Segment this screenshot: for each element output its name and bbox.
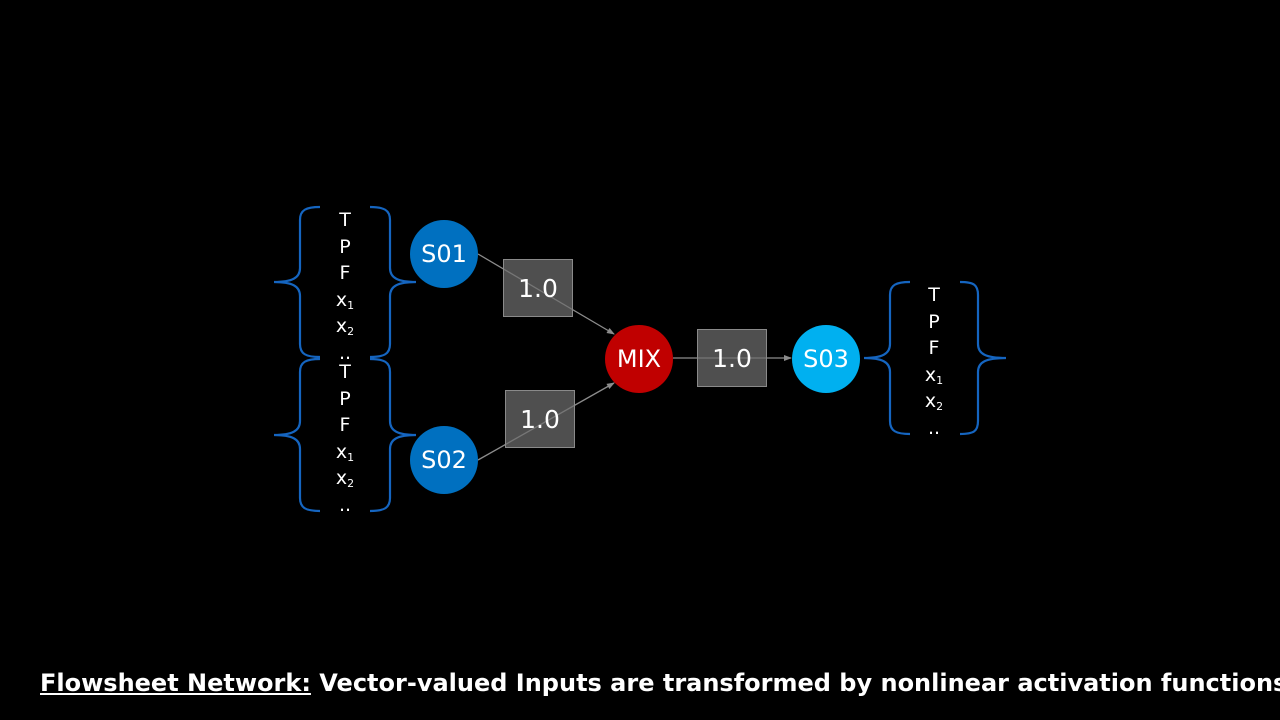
brace-left-top [273, 205, 321, 359]
var-item: x2 [924, 390, 944, 413]
var-item: .. [338, 341, 352, 364]
var-item: P [339, 387, 351, 410]
weight-label: 1.0 [712, 343, 752, 373]
weight-label: 1.0 [520, 404, 560, 434]
var-item: x1 [924, 363, 944, 387]
node-s02: S02 [410, 426, 478, 494]
var-item: x1 [335, 288, 355, 312]
brace-right-bottom [369, 357, 417, 513]
node-label: S01 [421, 240, 467, 268]
var-item: F [339, 262, 351, 284]
weight-label: 1.0 [518, 273, 558, 303]
var-item: T [928, 284, 940, 306]
var-item: P [928, 310, 940, 333]
var-item: F [339, 414, 351, 436]
input-vector-bottom: T P F x1 x2 .. [325, 359, 365, 518]
node-s03: S03 [792, 325, 860, 393]
weight-mix-s03: 1.0 [697, 329, 767, 387]
var-item: P [339, 235, 351, 258]
caption-lead: Flowsheet Network: [40, 669, 311, 697]
var-item: .. [927, 416, 941, 439]
weight-s01-mix: 1.0 [503, 259, 573, 317]
brace-left-bottom [273, 357, 321, 513]
weight-s02-mix: 1.0 [505, 390, 575, 448]
var-item: x2 [335, 467, 355, 490]
node-label: S02 [421, 446, 467, 474]
caption-text: Vector-valued Inputs are transformed by … [310, 669, 1280, 697]
var-item: T [339, 209, 351, 231]
var-item: .. [338, 493, 352, 516]
node-label: MIX [616, 345, 662, 373]
caption: Flowsheet Network: Vector-valued Inputs … [40, 669, 1280, 697]
var-item: x1 [335, 440, 355, 464]
brace-left-output [863, 280, 911, 436]
output-vector: T P F x1 x2 .. [914, 282, 954, 441]
var-item: x2 [335, 315, 355, 338]
node-s01: S01 [410, 220, 478, 288]
input-vector-top: T P F x1 x2 .. [325, 207, 365, 366]
var-item: T [339, 361, 351, 383]
var-item: F [928, 337, 940, 359]
brace-right-top [369, 205, 417, 359]
node-mix: MIX [605, 325, 673, 393]
node-label: S03 [803, 345, 849, 373]
brace-right-output [959, 280, 1007, 436]
